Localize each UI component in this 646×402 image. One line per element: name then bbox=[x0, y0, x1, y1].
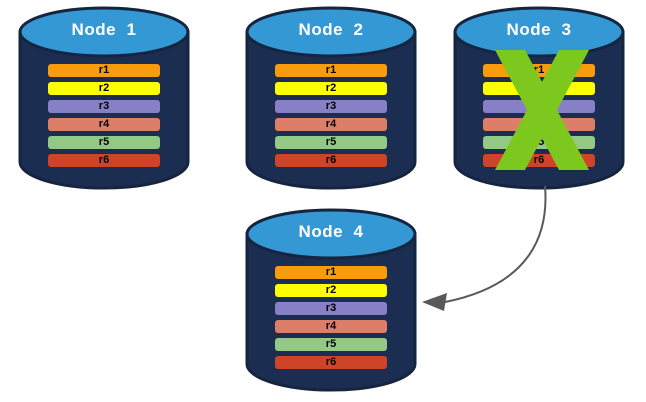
row-r4[interactable]: r4 bbox=[483, 118, 595, 131]
row-r1[interactable]: r1 bbox=[275, 266, 387, 279]
row-r4[interactable]: r4 bbox=[48, 118, 160, 131]
node-rows-1: r1 r2 r3 r4 r5 r6 bbox=[48, 64, 160, 167]
row-r1[interactable]: r1 bbox=[483, 64, 595, 77]
row-r1[interactable]: r1 bbox=[275, 64, 387, 77]
node-rows-2: r1 r2 r3 r4 r5 r6 bbox=[275, 64, 387, 167]
arrow-curve bbox=[444, 185, 547, 303]
row-r2[interactable]: r2 bbox=[48, 82, 160, 95]
row-r6[interactable]: r6 bbox=[483, 154, 595, 167]
row-r5[interactable]: r5 bbox=[275, 136, 387, 149]
row-r3[interactable]: r3 bbox=[48, 100, 160, 113]
row-r4[interactable]: r4 bbox=[275, 320, 387, 333]
row-r6[interactable]: r6 bbox=[275, 154, 387, 167]
row-r1[interactable]: r1 bbox=[48, 64, 160, 77]
node-cylinder-1[interactable]: Node 1 r1 r2 r3 r4 r5 r6 bbox=[18, 6, 190, 190]
row-r5[interactable]: r5 bbox=[48, 136, 160, 149]
node-cylinder-4[interactable]: Node 4 r1 r2 r3 r4 r5 r6 bbox=[245, 208, 417, 392]
node-cylinder-2[interactable]: Node 2 r1 r2 r3 r4 r5 r6 bbox=[245, 6, 417, 190]
row-r6[interactable]: r6 bbox=[48, 154, 160, 167]
arrow-head-icon bbox=[422, 293, 447, 311]
row-r2[interactable]: r2 bbox=[483, 82, 595, 95]
row-r4[interactable]: r4 bbox=[275, 118, 387, 131]
node-cylinder-3[interactable]: Node 3 r1 r2 r3 r4 r5 r6 bbox=[453, 6, 625, 190]
node-rows-3: r1 r2 r3 r4 r5 r6 bbox=[483, 64, 595, 167]
row-r2[interactable]: r2 bbox=[275, 284, 387, 297]
row-r3[interactable]: r3 bbox=[275, 302, 387, 315]
row-r5[interactable]: r5 bbox=[483, 136, 595, 149]
row-r5[interactable]: r5 bbox=[275, 338, 387, 351]
row-r6[interactable]: r6 bbox=[275, 356, 387, 369]
row-r2[interactable]: r2 bbox=[275, 82, 387, 95]
row-r3[interactable]: r3 bbox=[483, 100, 595, 113]
node-rows-4: r1 r2 r3 r4 r5 r6 bbox=[275, 266, 387, 369]
row-r3[interactable]: r3 bbox=[275, 100, 387, 113]
